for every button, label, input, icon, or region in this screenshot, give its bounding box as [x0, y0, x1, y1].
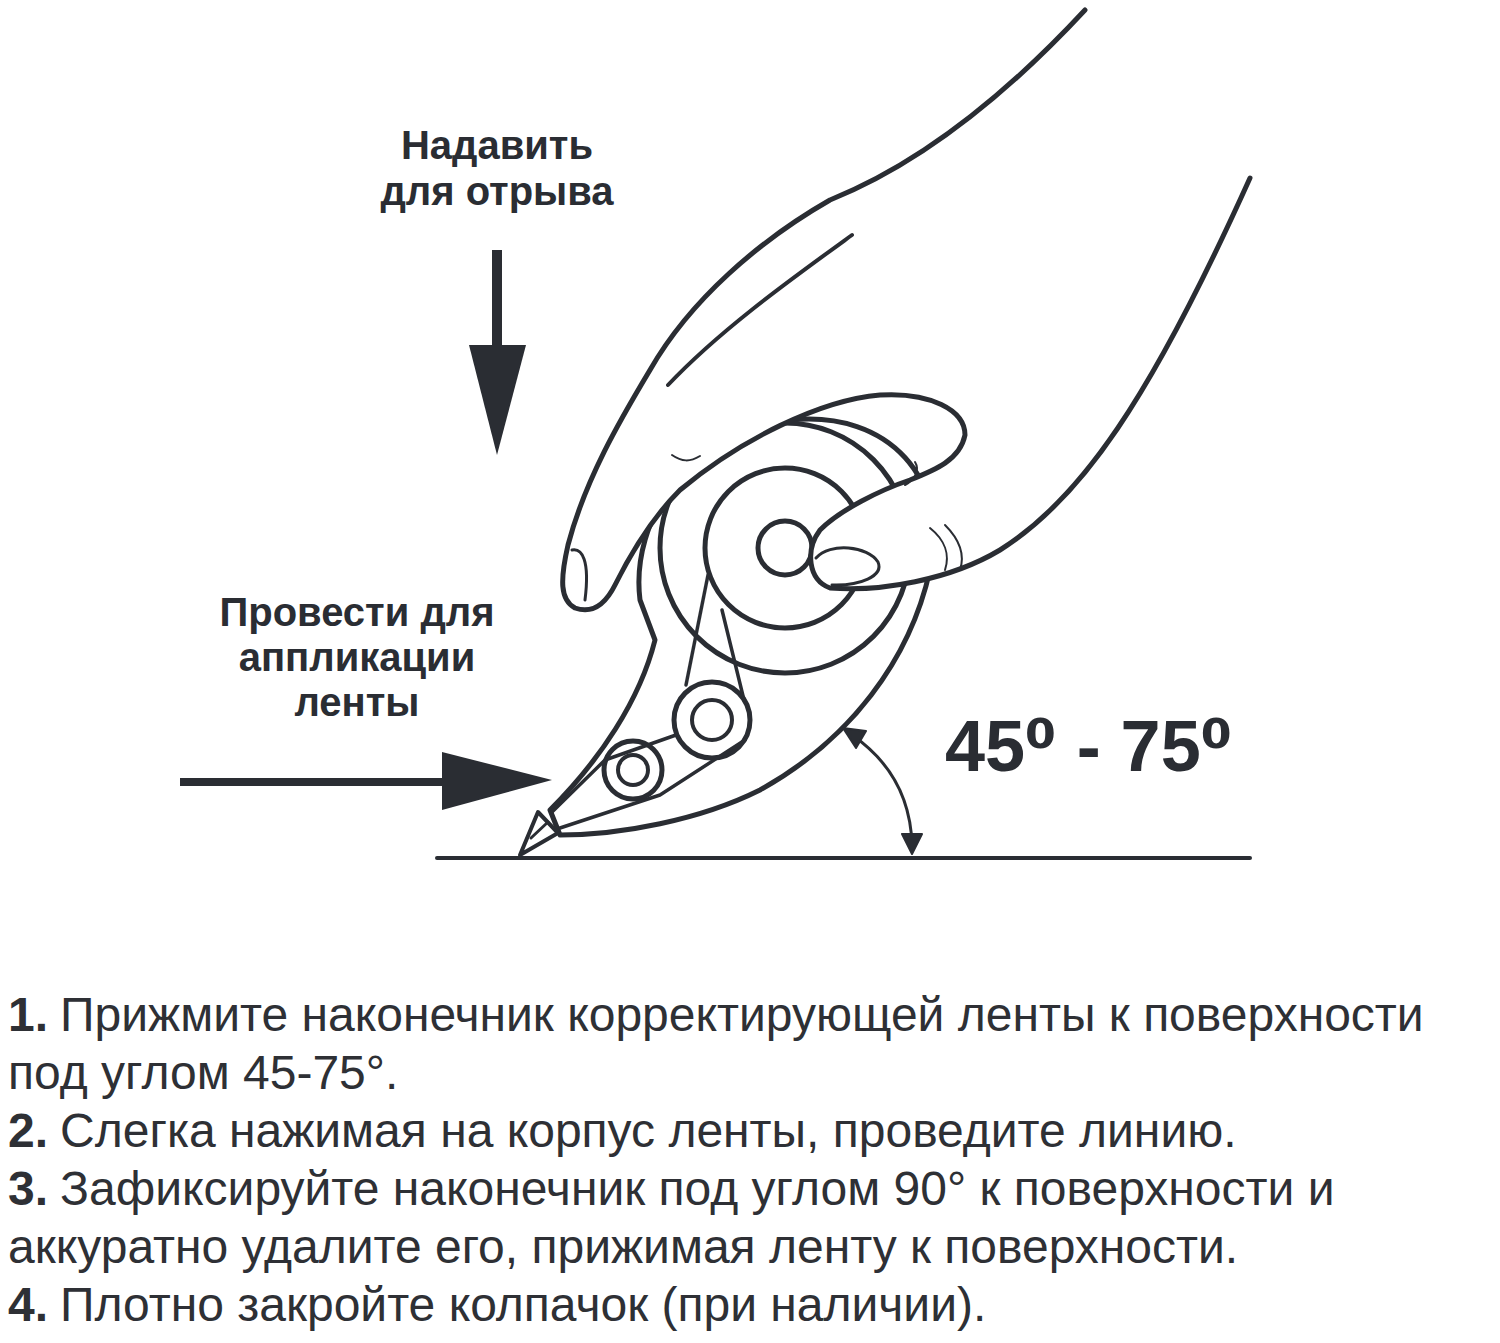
dispenser-tip: [520, 812, 558, 855]
instruction-step: 1.Прижмите наконечник корректирующей лен…: [8, 986, 1492, 1102]
step-number: 3.: [8, 1162, 48, 1215]
roll-hub: [758, 521, 812, 575]
step-text: Прижмите наконечник корректирующей ленты…: [8, 988, 1424, 1099]
skin-crease: [930, 528, 947, 570]
step-number: 4.: [8, 1278, 48, 1331]
step-text: Зафиксируйте наконечник под углом 90° к …: [8, 1162, 1334, 1273]
tape-line: [686, 575, 708, 685]
skin-crease: [945, 525, 962, 570]
arrow-head: [843, 728, 866, 748]
instruction-list: 1.Прижмите наконечник корректирующей лен…: [8, 986, 1492, 1334]
hand-fill: [563, 10, 1250, 610]
skin-crease: [672, 455, 700, 460]
roller-axle: [618, 755, 648, 785]
finger-nail: [572, 550, 587, 600]
press-arrow-shaft: [492, 250, 502, 350]
step-text: Слегка нажимая на корпус ленты, проведит…: [60, 1104, 1237, 1157]
step-text: Плотно закройте колпачок (при наличии).: [60, 1278, 986, 1331]
tape-line: [552, 735, 676, 812]
thumb-nail: [816, 548, 879, 585]
arrow-head: [902, 834, 922, 854]
surface-line: [437, 856, 1250, 860]
draw-arrow-head: [442, 752, 552, 810]
instruction-step: 3.Зафиксируйте наконечник под углом 90° …: [8, 1160, 1492, 1276]
angle-arc: [852, 735, 912, 845]
step-number: 2.: [8, 1104, 48, 1157]
press-arrow-head: [469, 345, 526, 455]
step-number: 1.: [8, 988, 48, 1041]
tip-edge: [531, 822, 548, 838]
tape-line: [722, 610, 744, 700]
roller: [674, 682, 750, 758]
skin-crease: [905, 462, 917, 485]
tape-line: [560, 740, 745, 828]
hand-outline: [563, 10, 1250, 610]
instruction-step: 2.Слегка нажимая на корпус ленты, провед…: [8, 1102, 1492, 1160]
instruction-step: 4.Плотно закройте колпачок (при наличии)…: [8, 1276, 1492, 1334]
angle-label: 45⁰ - 75⁰: [945, 710, 1275, 782]
roller-axle: [692, 700, 732, 740]
finger-line: [668, 235, 852, 385]
draw-label: Провести для аппликации ленты: [202, 590, 512, 725]
press-label: Надавить для отрыва: [372, 122, 622, 214]
draw-arrow-shaft: [180, 778, 450, 786]
